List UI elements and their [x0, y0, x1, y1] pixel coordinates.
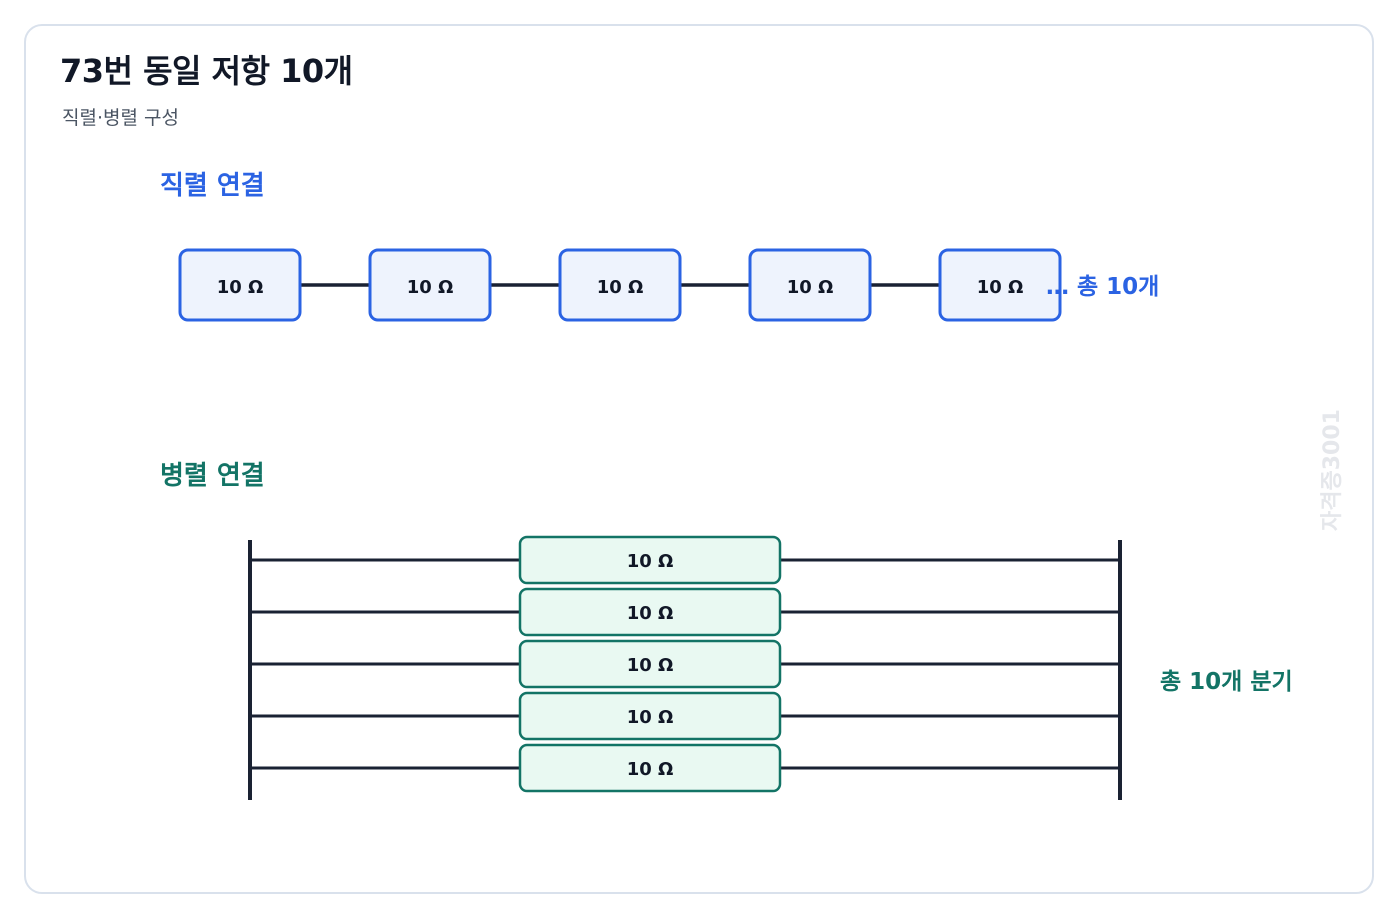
series-resistor: 10 Ω [558, 248, 682, 322]
watermark: 자격증3001 [1320, 409, 1345, 531]
series-resistor: 10 Ω [368, 248, 492, 322]
resistor-label: 10 Ω [627, 603, 674, 624]
parallel-heading: 병렬 연결 [160, 461, 265, 491]
resistor-box [178, 248, 302, 322]
parallel-branch-wires [250, 558, 1120, 770]
series-count-note: … 총 10개 [1046, 274, 1159, 300]
series-resistor: 10 Ω [938, 248, 1062, 322]
resistor-label: 10 Ω [627, 551, 674, 572]
parallel-resistor: 10 Ω [518, 587, 782, 637]
series-heading: 직렬 연결 [160, 171, 265, 201]
resistor-box [368, 248, 492, 322]
resistor-label: 10 Ω [627, 759, 674, 780]
resistor-label: 10 Ω [977, 277, 1024, 298]
resistor-box [518, 639, 782, 689]
resistor-box [938, 248, 1062, 322]
parallel-resistor: 10 Ω [518, 639, 782, 689]
series-resistor: 10 Ω [748, 248, 872, 322]
resistor-box [558, 248, 682, 322]
resistor-label: 10 Ω [787, 277, 834, 298]
parallel-bus-bars [248, 540, 1122, 800]
resistor-box [518, 587, 782, 637]
resistor-label: 10 Ω [597, 277, 644, 298]
resistor-box [518, 743, 782, 793]
series-resistor: 10 Ω [178, 248, 302, 322]
page-subtitle: 직렬·병렬 구성 [62, 107, 179, 129]
resistor-label: 10 Ω [217, 277, 264, 298]
resistor-label: 10 Ω [407, 277, 454, 298]
parallel-resistor: 10 Ω [518, 691, 782, 741]
resistor-box [748, 248, 872, 322]
resistor-box [518, 691, 782, 741]
page-title: 73번 동일 저항 10개 [60, 52, 353, 90]
resistor-label: 10 Ω [627, 707, 674, 728]
parallel-count-note: 총 10개 분기 [1160, 669, 1293, 695]
parallel-resistor: 10 Ω [518, 535, 782, 585]
resistor-label: 10 Ω [627, 655, 674, 676]
parallel-resistor: 10 Ω [518, 743, 782, 793]
resistor-box [518, 535, 782, 585]
